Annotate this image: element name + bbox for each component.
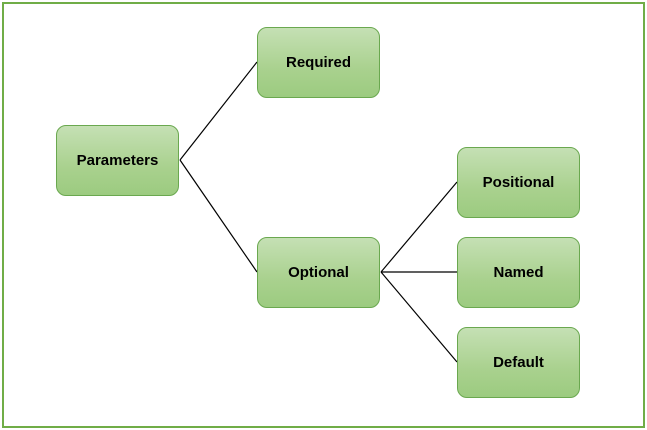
- node-named: Named: [457, 237, 580, 308]
- node-optional-label: Optional: [288, 264, 349, 281]
- connector-optional-positional: [380, 181, 458, 273]
- connector-optional-default: [380, 271, 458, 363]
- connector-parameters-optional: [179, 159, 258, 273]
- node-optional: Optional: [257, 237, 380, 308]
- node-default-label: Default: [493, 354, 544, 371]
- node-required-label: Required: [285, 54, 351, 71]
- node-parameters-label: Parameters: [76, 152, 159, 169]
- node-named-label: Named: [493, 264, 544, 281]
- node-positional: Positional: [457, 147, 580, 218]
- connector-parameters-required: [179, 61, 258, 161]
- node-parameters: Parameters: [56, 125, 179, 196]
- node-positional-label: Positional: [482, 174, 555, 191]
- node-default: Default: [457, 327, 580, 398]
- node-required: Required: [257, 27, 380, 98]
